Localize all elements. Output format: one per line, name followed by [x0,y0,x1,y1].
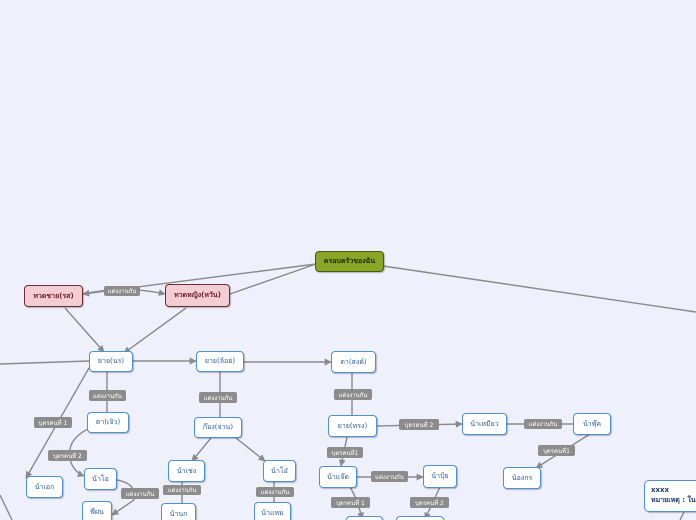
edge-root-far-right [382,265,696,313]
edge-twinboy-yainoi [64,307,105,353]
edge-naek-offscreen [0,494,13,520]
node-na-muay[interactable]: น้าเหมียว [462,413,507,435]
edge-label-child-2-bottom: บุตรคนที่ 2 [410,497,449,508]
node-yai-loi[interactable]: ยาย(ล้อย) [196,351,244,372]
edge-label-child-1-jid: บุตรคนที่1 [327,447,363,458]
node-na-ek[interactable]: น้าเอก [26,476,63,498]
node-great-grandfather-ros[interactable]: ทวดชาย(รส) [24,285,83,307]
node-child-partial-2[interactable] [396,516,444,520]
node-na-nok[interactable]: น้านก [161,503,196,520]
edge-label-child-1-bottom: บุตรคนที่ 1 [331,497,370,508]
node-na-puk[interactable]: น้าพุ๊ค [573,413,611,435]
node-na-mem[interactable]: น้าแหม [254,502,291,520]
node-na-chong[interactable]: น้าเช่ง [168,460,205,482]
edge-label-child-1-left: บุตรคนที่ 1 [34,417,72,428]
note-title: xxxx [651,486,670,494]
edge-label-child-2-muay: บุตรคนที่ 2 [399,419,439,430]
note-box[interactable]: xxxx หมายเหตุ : ใน [644,480,696,512]
edge-left-offscreen [0,360,90,365]
edge-label-child-2-left: บุตรคนที่ 2 [48,450,87,461]
root-topic-my-family[interactable]: ครอบครัวของฉัน [315,251,384,272]
edge-label-married-twins: แต่งงานกัน [104,286,140,296]
node-yai-song[interactable]: ยาย(ทรง) [328,415,377,437]
edge-label-child-1-korn: บุตรคนที่1 [538,445,575,456]
node-na-oa[interactable]: น้าโอ [84,468,117,490]
edge-label-married-yainoi: แต่งงานกัน [89,390,126,401]
node-child-partial-1[interactable] [346,516,383,520]
node-yai-noi[interactable]: ยาย(นร) [89,351,133,372]
node-nong-korn[interactable]: น้องกร [503,467,541,489]
node-na-jid[interactable]: น้าแจ๊ด [319,466,357,488]
node-na-pui[interactable]: น้าปุ้ย [423,465,457,488]
edge-label-married-jid: แต่งงานกัน [371,471,408,482]
node-ta-song[interactable]: ตา(สงค์) [331,351,376,373]
edge-twingirl-yainoi [123,307,187,354]
node-na-oi[interactable]: น้าโอ๋ [263,460,296,482]
node-pee-fon[interactable]: พี่ฝน [82,501,112,520]
edge-label-married-oi: แต่งงานกัน [256,487,294,497]
edge-root-twingirl [229,263,317,295]
edge-label-married-yailoi: แต่งงานกัน [199,392,237,403]
edge-label-married-tasong: แต่งงานกัน [334,389,372,400]
edge-label-married-chong: แต่งงานกัน [163,485,201,495]
note-text: หมายเหตุ : ใน [651,496,696,504]
node-great-grandmother-wan[interactable]: ทวดหญิง(หวัน) [165,284,230,307]
edge-label-married-oa: แต่งงานกัน [121,488,159,499]
edge-label-married-muay: แต่งงานกัน [524,419,562,429]
edge-kong-naoi [235,437,266,462]
node-ta-jiw[interactable]: ตา(เจิว) [87,412,129,433]
node-kong-chan[interactable]: ก๊อง(จ่าน) [194,417,242,438]
edge-kong-nachong [191,437,212,462]
